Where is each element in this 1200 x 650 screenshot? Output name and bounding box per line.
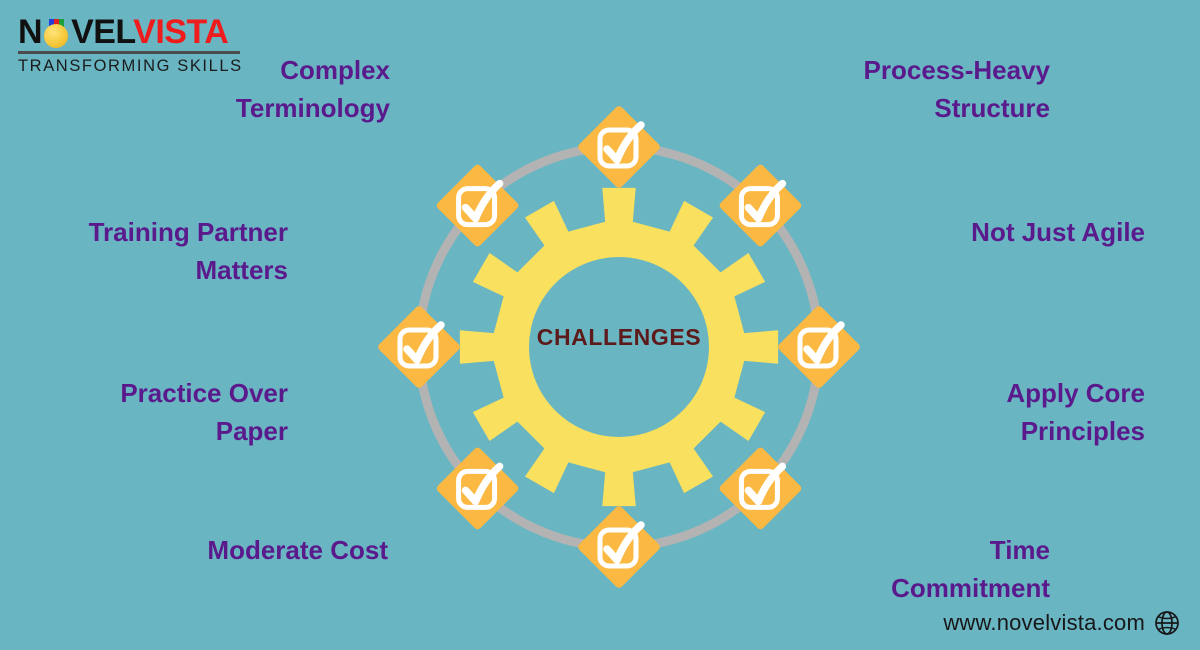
novelvista-logo: N VELVISTA TRANSFORMING SKILLS bbox=[18, 14, 244, 76]
challenge-node[interactable] bbox=[777, 305, 862, 390]
label-moderate-cost: Moderate Cost bbox=[207, 535, 388, 565]
checkbox-check-icon bbox=[738, 462, 787, 510]
checkbox-check-icon bbox=[797, 321, 845, 369]
label-complex-terminology: Complex Terminology bbox=[235, 55, 390, 123]
challenge-node[interactable] bbox=[377, 305, 462, 390]
checkbox-check-icon bbox=[597, 521, 645, 569]
checkbox-check-icon bbox=[456, 462, 504, 510]
logo-divider bbox=[18, 51, 240, 54]
challenge-node[interactable] bbox=[718, 446, 803, 531]
logo-word-vel: VEL bbox=[71, 13, 134, 51]
center-label: CHALLENGES bbox=[536, 324, 702, 350]
challenge-node[interactable] bbox=[577, 105, 662, 190]
website-url[interactable]: www.novelvista.com bbox=[943, 610, 1145, 635]
footer: www.novelvista.com bbox=[943, 610, 1180, 636]
gold-medal-icon bbox=[43, 19, 70, 48]
checkbox-check-icon bbox=[597, 121, 645, 169]
globe-icon bbox=[1154, 610, 1180, 636]
label-time-commitment: Time Commitment bbox=[891, 535, 1050, 603]
medal-disc bbox=[44, 24, 69, 48]
challenges-wheel-diagram: CHALLENGES bbox=[349, 77, 889, 617]
label-not-just-agile: Not Just Agile bbox=[971, 217, 1145, 247]
label-apply-core-principles: Apply Core Principles bbox=[1006, 378, 1145, 446]
checkbox-check-icon bbox=[738, 179, 787, 228]
challenge-node[interactable] bbox=[435, 163, 520, 248]
checkbox-check-icon bbox=[397, 321, 445, 369]
checkbox-check-icon bbox=[456, 179, 504, 228]
gear-icon bbox=[459, 187, 779, 507]
logo-word-n: N bbox=[18, 13, 43, 51]
logo-word-vista: VISTA bbox=[133, 13, 229, 51]
label-training-partner-matters: Training Partner Matters bbox=[88, 217, 288, 285]
challenge-node[interactable] bbox=[435, 446, 520, 531]
medal-ribbon bbox=[49, 19, 65, 27]
label-practice-over-paper: Practice Over Paper bbox=[120, 378, 288, 446]
logo-wordmark: N VELVISTA bbox=[18, 14, 244, 50]
challenge-node[interactable] bbox=[718, 163, 803, 248]
logo-tagline: TRANSFORMING SKILLS bbox=[18, 57, 243, 75]
challenge-node[interactable] bbox=[577, 505, 662, 590]
label-process-heavy-structure: Process-Heavy Structure bbox=[863, 55, 1050, 123]
